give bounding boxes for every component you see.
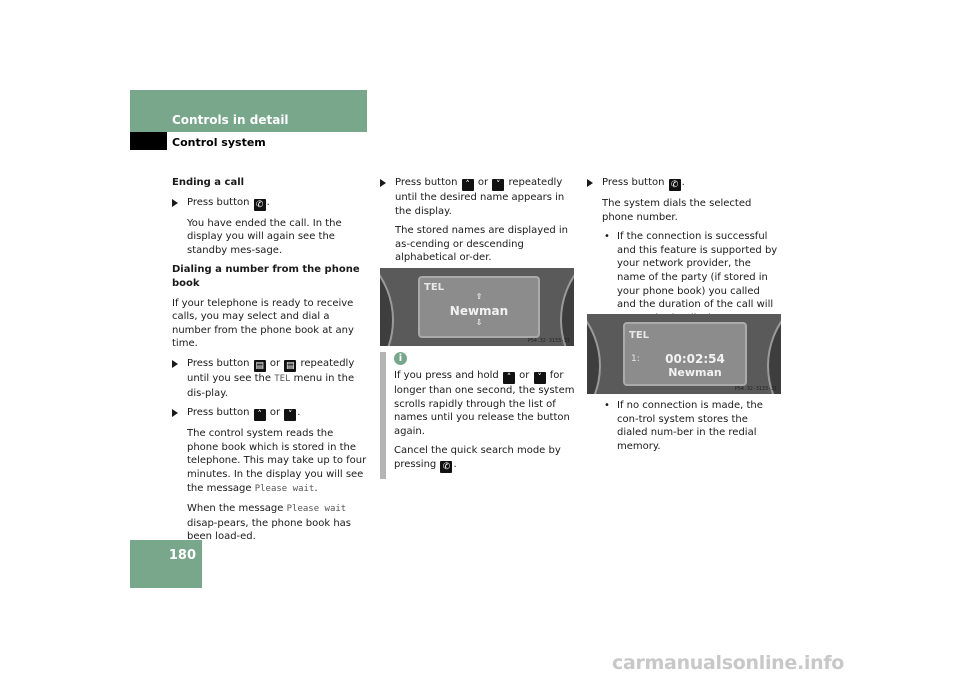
bullet-connected: • If the connection is successful and th… (604, 231, 778, 324)
dialing-intro: If your telephone is ready to receive ca… (172, 297, 354, 350)
step-scroll-names: Press button ˄ or ˅ repeatedly until the… (380, 176, 574, 218)
arrow-down-icon: ⇩ (475, 318, 483, 327)
display-line-number: 1: (631, 354, 640, 364)
please-wait-message: Please wait (286, 504, 347, 515)
info-icon: i (394, 352, 407, 365)
display-name: Newman (668, 366, 722, 379)
bullet-dot: • (604, 231, 610, 243)
section-title: Controls in detail (172, 113, 289, 127)
page-number-box: 180 (130, 540, 202, 588)
step-arrow-icon (587, 179, 593, 187)
column-3-continued: • If no connection is made, the con-trol… (587, 399, 781, 457)
arrow-up-key-icon: ˄ (461, 179, 474, 191)
when-text: When the message Please wait disap-pears… (187, 503, 352, 543)
gauge-right (560, 268, 574, 346)
gauge-right (767, 314, 781, 394)
display-screen (623, 322, 747, 386)
gauge-left (587, 314, 601, 394)
page-number: 180 (168, 548, 196, 563)
arrow-up-key-icon: ˄ (502, 372, 515, 384)
step-arrow-icon (172, 409, 178, 418)
step-arrow-icon (172, 198, 178, 207)
reads-text: The control system reads the phone book … (187, 428, 367, 494)
display-name: Newman (449, 304, 509, 318)
column-1: Ending a call Press button ✆. You have e… (172, 176, 367, 550)
ended-text: You have ended the call. In the display … (187, 217, 342, 256)
ending-call-heading: Ending a call (172, 177, 245, 188)
figure-code: P54.32-3133-31 (734, 386, 777, 392)
arrow-down-key-icon: ˅ (492, 179, 505, 191)
stored-names-text: The stored names are displayed in as-cen… (395, 225, 568, 264)
note-cancel: Cancel the quick search mode by pressing… (394, 445, 561, 473)
arrow-down-key-icon: ˅ (533, 372, 546, 384)
bullet-dot: • (604, 400, 610, 411)
column-2: Press button ˄ or ˅ repeatedly until the… (380, 176, 574, 271)
note-quick-scroll: If you press and hold ˄ or ˅ for longer … (394, 370, 575, 437)
display-tel-label: TEL (424, 282, 445, 293)
call-duration: 00:02:54 (665, 352, 725, 366)
dials-text: The system dials the selected phone numb… (602, 198, 752, 223)
arrow-down-key-icon: ˅ (284, 409, 297, 422)
watermark: carmanualsonline.info (612, 652, 845, 674)
handset-down-icon: ✆ (253, 198, 266, 211)
gauge-left (380, 268, 394, 346)
step-arrow-icon (380, 179, 386, 187)
column-3: Press button ✆. The system dials the sel… (587, 176, 781, 329)
header-band (130, 90, 367, 132)
handset-down-icon: ✆ (440, 460, 453, 473)
step-arrow-icon (172, 359, 178, 368)
display-menu-icon: ▤ (284, 359, 297, 372)
step-press-end: Press button ✆. (172, 196, 367, 211)
figure-code: P54.32-3133-31 (527, 338, 570, 344)
display-tel-label: TEL (629, 330, 650, 341)
handset-up-icon: ✆ (668, 179, 681, 191)
dialing-heading: Dialing a number from the phone book (172, 264, 360, 289)
instrument-display-call: TEL 1: 00:02:54 Newman P54.32-3133-31 (587, 314, 781, 394)
tel-menu-label: TEL (274, 373, 291, 384)
info-note: i If you press and hold ˄ or ˅ for longe… (380, 352, 588, 479)
subtitle-marker (130, 132, 167, 150)
section-subtitle: Control system (172, 136, 266, 149)
instrument-display-name: TEL ⇧ Newman ⇩ P54.32-3133-31 (380, 268, 574, 346)
arrow-up-key-icon: ˄ (253, 409, 266, 422)
bullet-no-connection: • If no connection is made, the con-trol… (604, 400, 763, 452)
please-wait-message: Please wait (254, 483, 315, 494)
step-press-scroll: Press button ˄ or ˅. (172, 406, 367, 422)
display-screen (418, 276, 540, 338)
arrow-up-icon: ⇧ (475, 292, 483, 301)
step-press-send: Press button ✆. (587, 176, 781, 191)
step-press-menu: Press button ▤ or ▤ repeatedly until you… (172, 357, 367, 400)
display-menu-icon: ▤ (253, 359, 266, 372)
